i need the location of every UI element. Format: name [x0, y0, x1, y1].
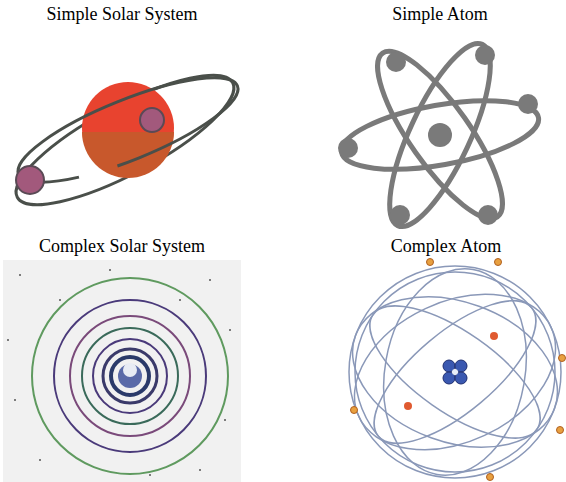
complex-atom: [329, 257, 566, 482]
figure-title: Simple Solar System: [46, 4, 197, 24]
figure-title: Complex Atom: [391, 236, 502, 256]
simple-atom: [336, 32, 543, 239]
simple-solar-system: [1, 53, 248, 228]
figure-title: Complex Solar System: [39, 236, 205, 256]
complex-solar-system: [3, 260, 241, 482]
figure-title: Simple Atom: [392, 4, 488, 24]
